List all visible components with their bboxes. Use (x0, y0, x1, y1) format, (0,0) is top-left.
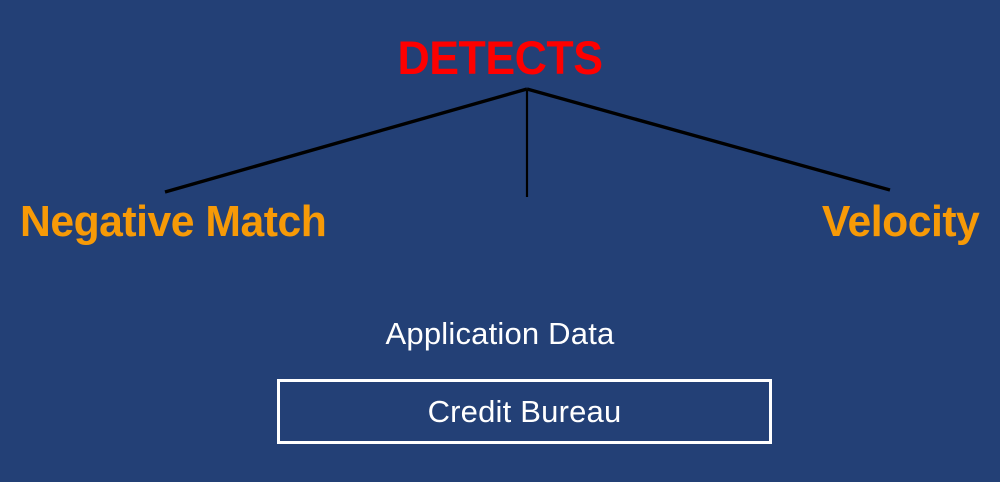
branch-label-application-data: Application Data (385, 316, 615, 351)
connector-line-right (526, 87, 891, 192)
branch-label-negative-match: Negative Match (20, 197, 327, 246)
credit-bureau-box: Credit Bureau (277, 379, 772, 444)
branch-label-velocity: Velocity (821, 197, 980, 246)
credit-bureau-box-label: Credit Bureau (427, 394, 622, 429)
connector-line-left (164, 87, 528, 194)
detects-root-label: DETECTS (397, 31, 603, 84)
